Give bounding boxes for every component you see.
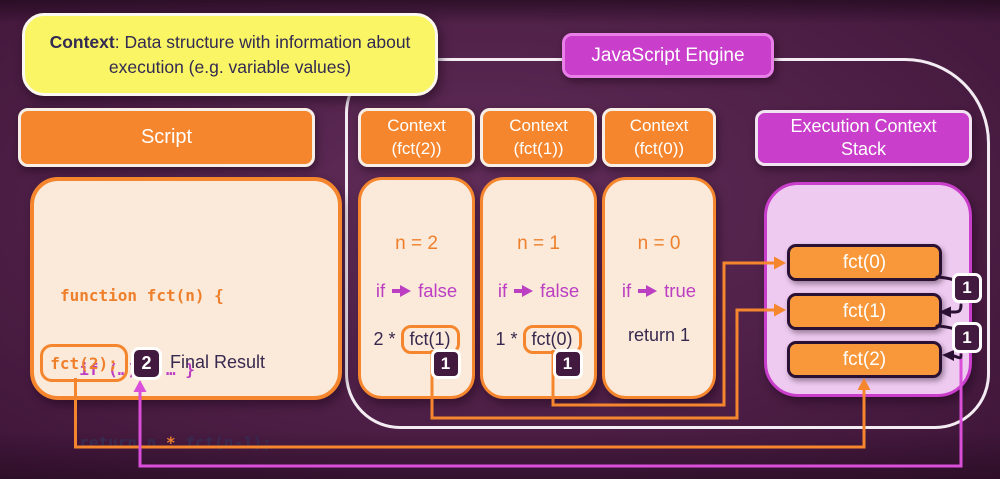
execution-context-stack-header: Execution Context Stack	[755, 110, 972, 166]
context-definition-note: Context: Data structure with information…	[22, 13, 438, 96]
stack-return-badge-2: 1	[952, 322, 982, 353]
arrow-right-icon	[392, 285, 412, 297]
code-line-1: function fct(n) {	[60, 286, 224, 305]
variable-value: n = 1	[517, 233, 560, 254]
return-expression: 2 * fct(1) 1	[361, 325, 472, 379]
stack-frame-fct1: fct(1)	[787, 293, 942, 330]
context-fct2-header: Context (fct(2))	[358, 108, 475, 167]
context-fct0-header: Context (fct(0))	[602, 108, 716, 167]
stack-frame-fct2: fct(2)	[787, 341, 942, 378]
return-statement: return 1	[627, 325, 691, 345]
context-fct1-body: n = 1 if false 1 * fct(0) 1	[480, 177, 597, 399]
variable-value: n = 2	[395, 233, 438, 254]
return-value-badge: 1	[552, 349, 583, 379]
note-definition: : Data structure with information about …	[108, 31, 411, 77]
fct0-call-outline: fct(0) 1	[522, 325, 583, 379]
if-evaluation: if true	[621, 280, 697, 301]
stack-return-badge-1: 1	[952, 273, 982, 303]
fct1-call-outline: fct(1) 1	[400, 325, 461, 379]
fct2-call-outline: fct(2);	[40, 344, 128, 382]
note-text: Context: Data structure with information…	[49, 30, 411, 80]
arrow-right-icon	[514, 285, 534, 297]
javascript-engine-label: JavaScript Engine	[562, 33, 774, 78]
variable-value: n = 0	[637, 233, 681, 254]
stack-frame-fct0: fct(0)	[787, 244, 942, 281]
final-result-label: Final Result	[170, 352, 266, 372]
script-header: Script	[18, 108, 315, 167]
arrow-right-icon	[638, 285, 658, 297]
context-fct1-header: Context (fct(1))	[480, 108, 597, 167]
context-fct2-body: n = 2 if false 2 * fct(1) 1	[358, 177, 475, 399]
return-expression: 1 * fct(0) 1	[483, 325, 594, 379]
script-code-box: function fct(n) { if (…) { … } return n …	[30, 177, 342, 452]
return-value-badge: 1	[430, 349, 461, 379]
note-term: Context	[49, 31, 115, 52]
context-fct0-body: n = 0 if true return 1	[602, 177, 716, 399]
if-evaluation: if false	[497, 280, 580, 301]
final-result-badge: 2	[131, 347, 162, 380]
if-evaluation: if false	[375, 280, 458, 301]
code-line-3: return n * fct(n-1);	[60, 433, 272, 452]
